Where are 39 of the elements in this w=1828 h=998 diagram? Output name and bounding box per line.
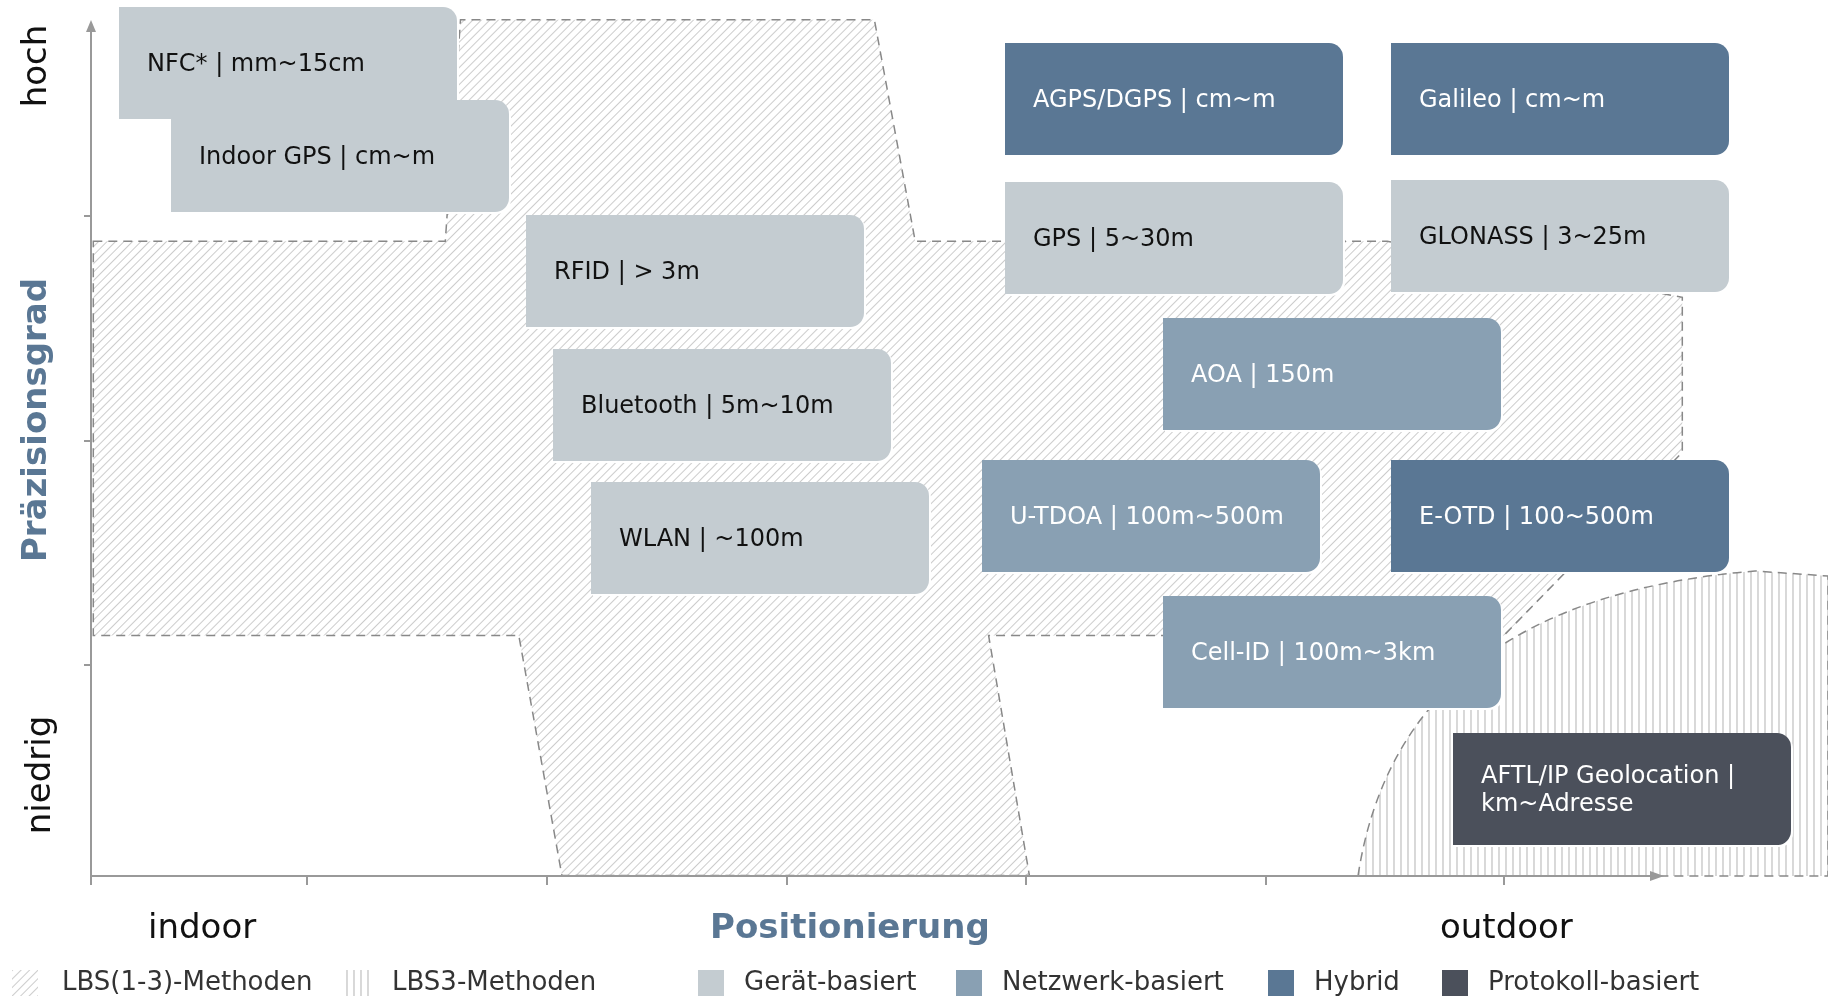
legend-label: LBS3-Methoden bbox=[392, 966, 597, 996]
method-label: GPS | 5~30m bbox=[1033, 224, 1194, 252]
method-label: U-TDOA | 100m~500m bbox=[1010, 502, 1284, 530]
method-box bbox=[1391, 180, 1729, 292]
method-label: AOA | 150m bbox=[1191, 360, 1335, 388]
legend-label: Gerät-basiert bbox=[744, 966, 917, 996]
method-box bbox=[591, 482, 929, 594]
method-label: Indoor GPS | cm~m bbox=[199, 142, 436, 170]
method-box bbox=[1163, 596, 1501, 708]
method-box bbox=[1163, 318, 1501, 430]
method-label: NFC* | mm~15cm bbox=[147, 49, 365, 77]
method-label: Galileo | cm~m bbox=[1419, 85, 1606, 113]
method-label: AFTL/IP Geolocation | km~Adresse bbox=[1481, 761, 1737, 817]
method-label: Cell-ID | 100m~3km bbox=[1191, 638, 1436, 666]
method-label: AGPS/DGPS | cm~m bbox=[1033, 85, 1276, 113]
method-box bbox=[1005, 182, 1343, 294]
axis-label: indoor bbox=[148, 906, 257, 946]
method-box bbox=[1391, 460, 1729, 572]
axis-label: outdoor bbox=[1440, 906, 1573, 946]
axis-title: Präzisionsgrad bbox=[14, 277, 55, 563]
method-label: WLAN | ~100m bbox=[619, 524, 804, 552]
method-box bbox=[553, 349, 891, 461]
axis-label: niedrig bbox=[17, 715, 58, 835]
method-label: Bluetooth | 5m~10m bbox=[581, 391, 834, 419]
method-label: E-OTD | 100~500m bbox=[1419, 502, 1654, 530]
axis-label: hoch bbox=[13, 24, 54, 108]
method-box bbox=[1391, 43, 1729, 155]
axis-title: Positionierung bbox=[710, 906, 990, 946]
legend-label: Netzwerk-basiert bbox=[1002, 966, 1224, 996]
legend-label: Hybrid bbox=[1314, 966, 1400, 996]
legend-label: LBS(1-3)-Methoden bbox=[62, 966, 313, 996]
method-box bbox=[526, 215, 864, 327]
method-box bbox=[1005, 43, 1343, 155]
legend-label: Protokoll-basiert bbox=[1488, 966, 1700, 996]
method-box bbox=[1453, 733, 1791, 845]
method-label: RFID | > 3m bbox=[554, 257, 700, 285]
method-label: GLONASS | 3~25m bbox=[1419, 222, 1647, 250]
method-box bbox=[982, 460, 1320, 572]
method-box bbox=[171, 100, 509, 212]
